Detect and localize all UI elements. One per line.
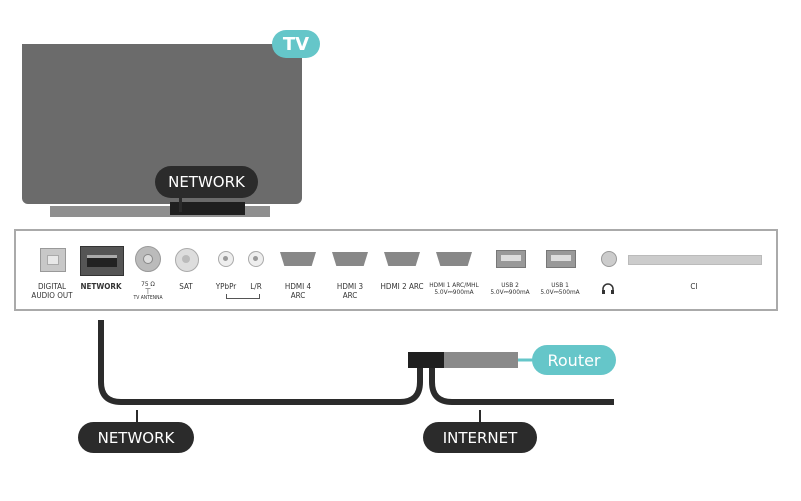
ypbpr-lr-bracket xyxy=(226,294,260,299)
digital-audio-out-port xyxy=(40,248,66,272)
sat-label: SAT xyxy=(179,282,193,291)
router-plug xyxy=(408,352,444,368)
ci-label: CI xyxy=(690,282,698,291)
lr-port xyxy=(248,251,264,267)
tv-network-callout: NETWORK xyxy=(155,166,258,198)
tv-badge: TV xyxy=(272,30,320,58)
ci-slot xyxy=(628,255,762,265)
hdmi2-port xyxy=(384,252,420,266)
network-port xyxy=(80,246,124,276)
usb1-port xyxy=(546,250,576,268)
tv-connector-slot xyxy=(170,202,245,215)
tv-stand-bar xyxy=(50,206,270,217)
headphone-port xyxy=(601,251,617,267)
hdmi1-port xyxy=(436,252,472,266)
network-cable-label: NETWORK xyxy=(78,422,194,453)
sat-port xyxy=(175,248,199,272)
ypbpr-port xyxy=(218,251,234,267)
lr-label: L/R xyxy=(250,282,262,291)
tv-antenna-label: 75 Ω ⊤ TV ANTENNA xyxy=(133,280,163,302)
usb2-port xyxy=(496,250,526,268)
hdmi3-port xyxy=(332,252,368,266)
tv-callout-line xyxy=(179,190,182,212)
network-cable xyxy=(98,320,423,405)
hdmi2-label: HDMI 2 ARC xyxy=(380,282,424,291)
hdmi4-port xyxy=(280,252,316,266)
network-port-label: NETWORK xyxy=(80,282,122,291)
router-label: Router xyxy=(532,345,616,375)
internet-cable xyxy=(429,368,614,405)
headphone-icon xyxy=(602,283,614,294)
tv-antenna-port xyxy=(135,246,161,272)
ypbpr-label: YPbPr xyxy=(215,282,237,291)
internet-cable-label: INTERNET xyxy=(423,422,537,453)
router-body xyxy=(444,352,518,368)
